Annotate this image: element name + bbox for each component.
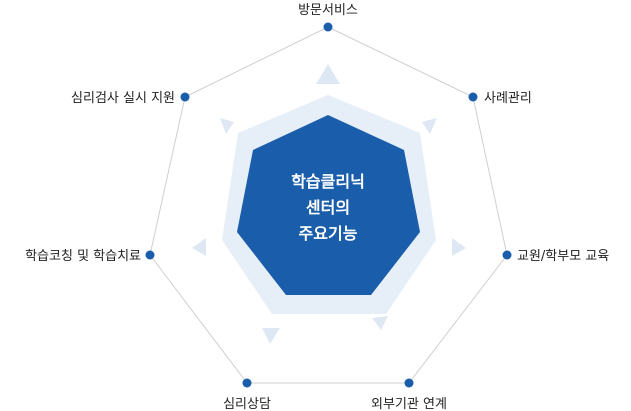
arrow-upper-left xyxy=(220,118,234,134)
node-dot-2 xyxy=(502,250,512,260)
node-dots xyxy=(145,22,512,388)
arrow-markers xyxy=(192,64,466,344)
arrow-top xyxy=(316,64,340,84)
node-dot-4 xyxy=(242,378,252,388)
node-dot-6 xyxy=(180,92,190,102)
arrow-lower-left xyxy=(262,328,280,344)
node-label-psych-test-support: 심리검사 실시 지원 xyxy=(71,91,175,106)
node-label-teacher-parent-education: 교원/학부모 교육 xyxy=(517,249,609,264)
node-label-counseling: 심리상담 xyxy=(223,397,271,411)
center-title-line-2: 센터의 xyxy=(306,198,350,217)
center-title-line-1: 학습클리닉 xyxy=(291,172,365,191)
core-heptagon xyxy=(237,115,420,295)
arrow-upper-right xyxy=(422,118,437,134)
node-dot-0 xyxy=(323,22,333,32)
node-label-visit-service: 방문서비스 xyxy=(298,3,358,18)
node-dot-1 xyxy=(468,92,478,102)
arrow-lower-right xyxy=(372,316,388,330)
node-label-learning-coaching: 학습코칭 및 학습치료 xyxy=(25,249,141,264)
center-title-line-3: 주요기능 xyxy=(299,224,358,243)
outer-heptagon xyxy=(149,26,508,384)
arrow-left xyxy=(192,238,206,256)
node-label-case-management: 사례관리 xyxy=(484,91,532,106)
node-dot-3 xyxy=(404,378,414,388)
node-label-external-agency-link: 외부기관 연계 xyxy=(371,397,447,411)
node-dot-5 xyxy=(145,250,155,260)
arrow-right xyxy=(452,238,466,256)
